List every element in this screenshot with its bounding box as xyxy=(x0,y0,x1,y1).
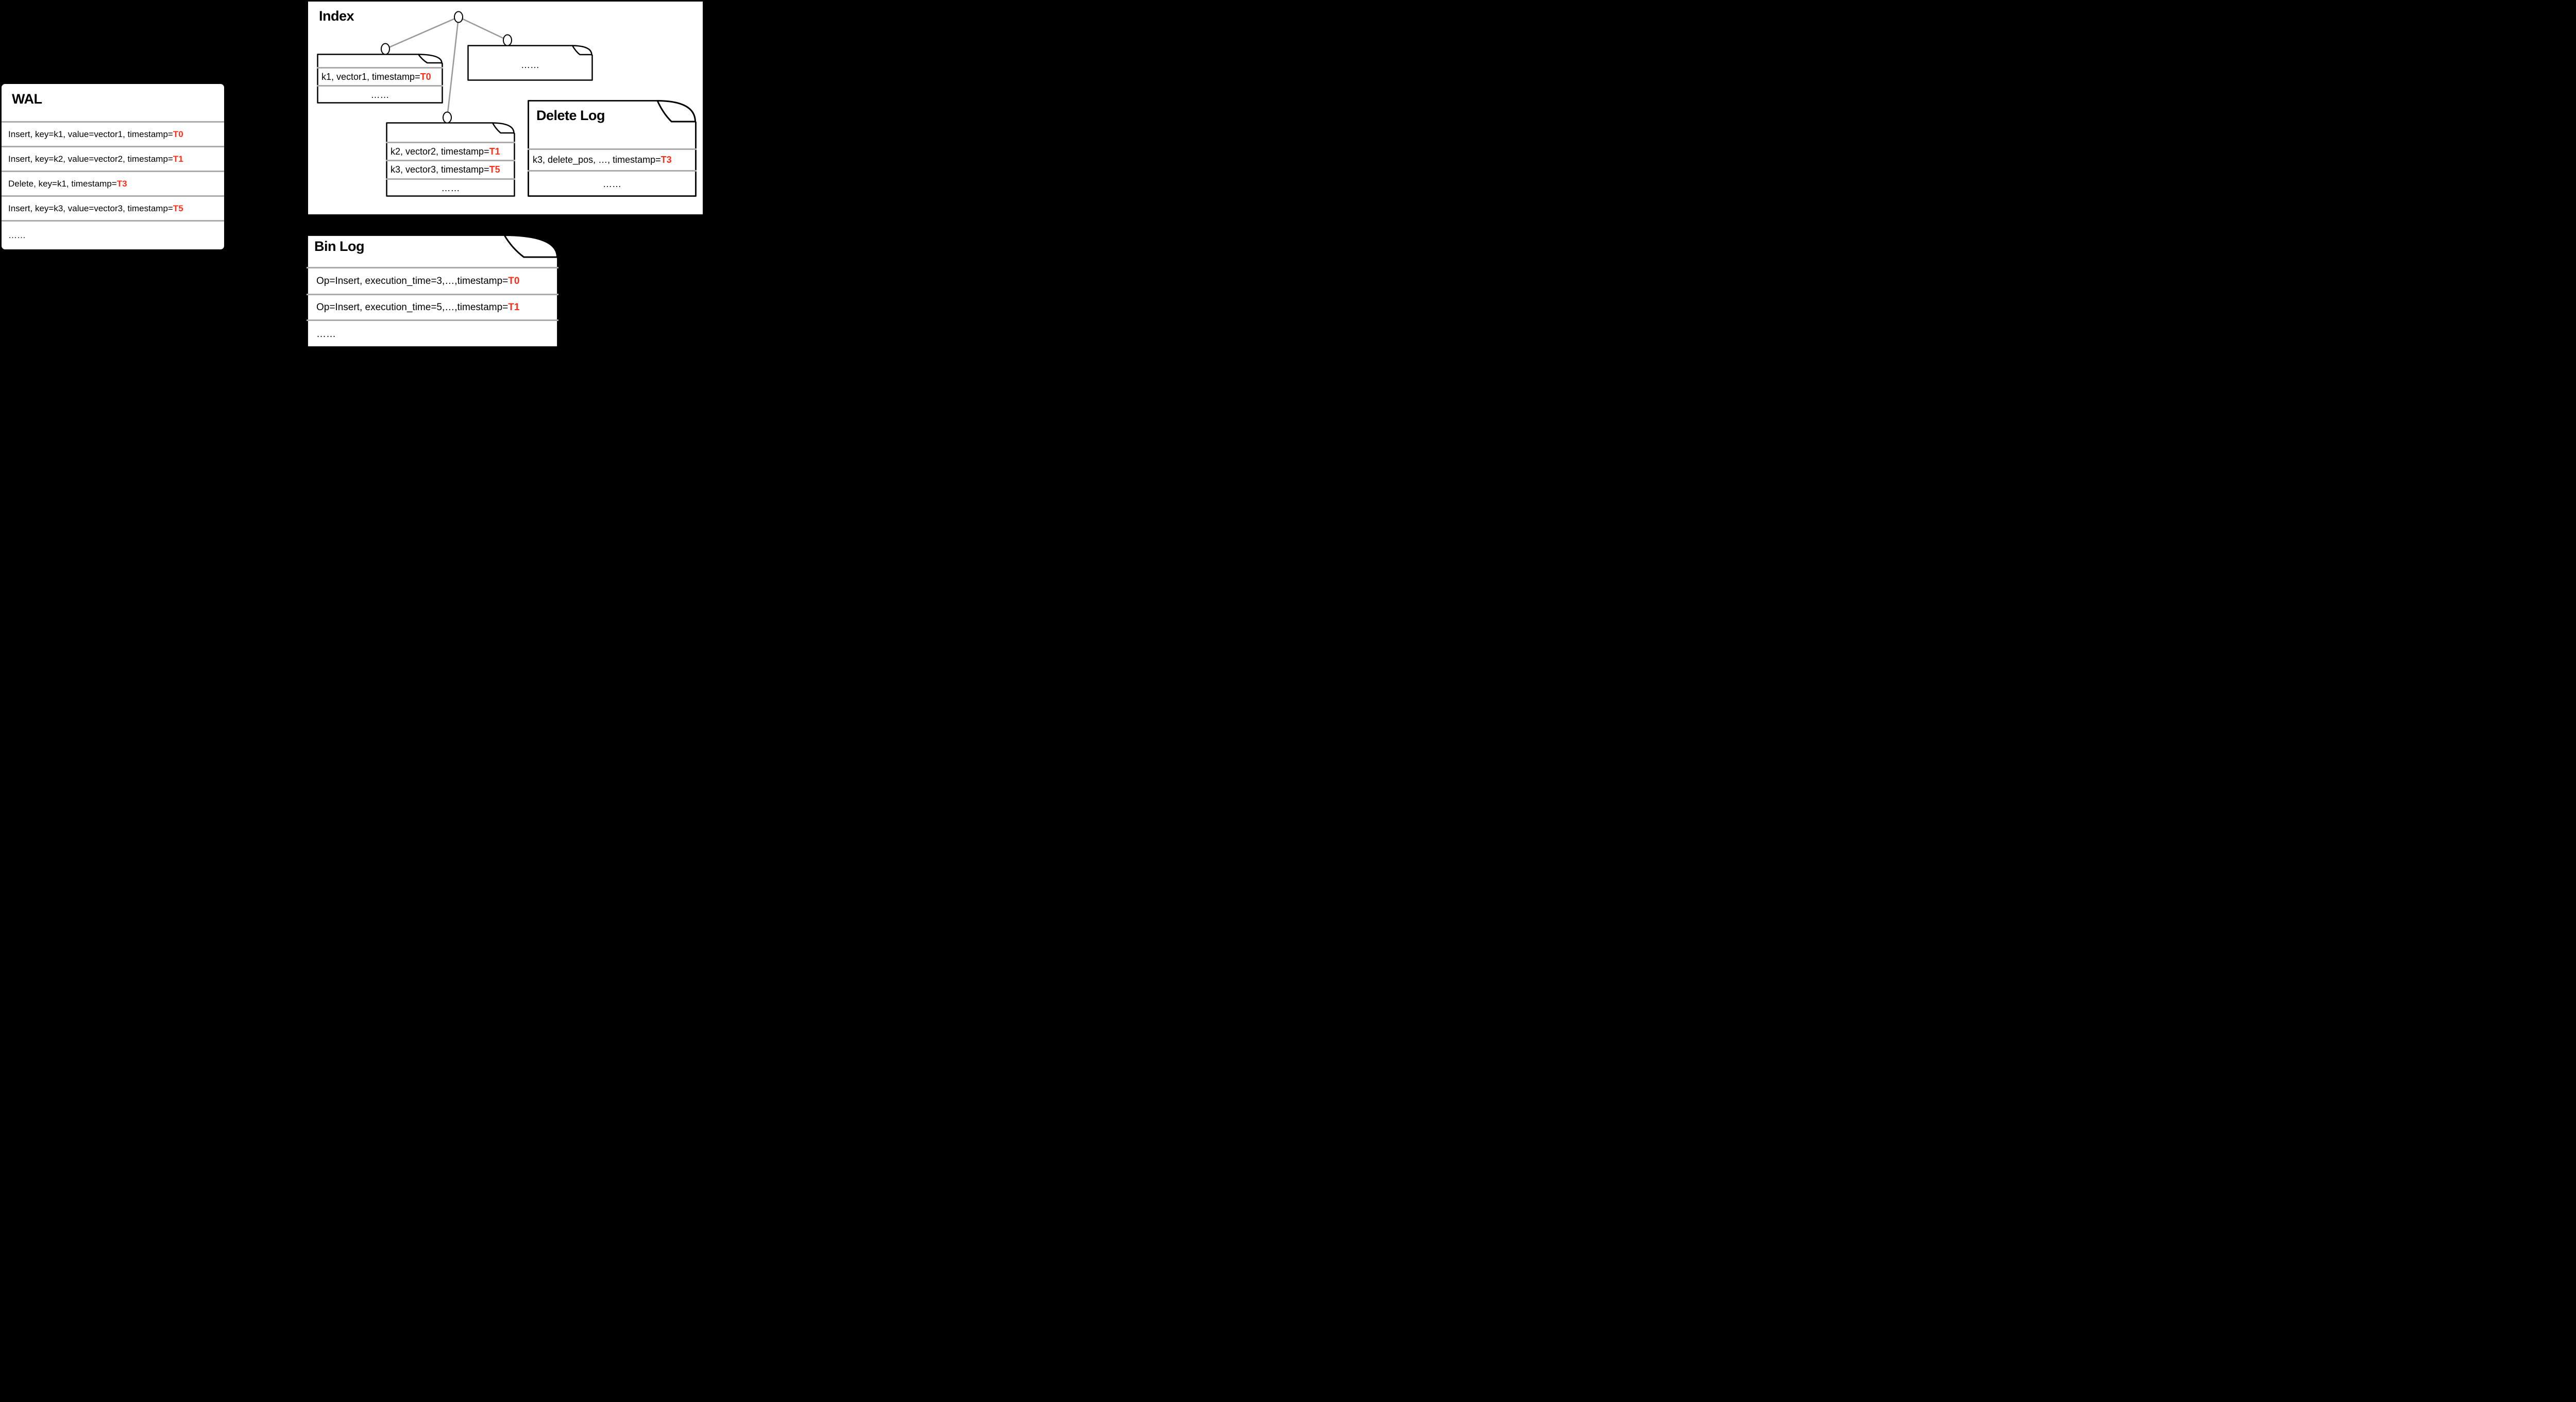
doc-row-text: …… xyxy=(316,329,336,340)
document-shape xyxy=(467,45,593,81)
doc-row: k3, vector3, timestamp=T5 xyxy=(386,160,515,178)
bin-log-title: Bin Log xyxy=(314,239,364,254)
timestamp-value: T0 xyxy=(173,129,183,139)
document-shape xyxy=(317,54,443,104)
doc-row-ellipsis: …… xyxy=(386,178,515,197)
doc-row-ellipsis: …… xyxy=(521,59,539,70)
document-shape xyxy=(307,234,558,348)
timestamp-value: T1 xyxy=(489,146,500,157)
wal-row-text: Insert, key=k1, value=vector1, timestamp… xyxy=(8,129,173,139)
delete-log-header: Delete Log xyxy=(528,100,697,148)
folded-corner-icon xyxy=(571,45,592,56)
delete-log-title: Delete Log xyxy=(536,108,605,123)
doc-row-text: k1, vector1, timestamp= xyxy=(321,71,420,82)
doc-row-text: Op=Insert, execution_time=5,…,timestamp= xyxy=(316,301,509,313)
delete-log-box: Delete Log k3, delete_pos, …, timestamp=… xyxy=(528,100,697,197)
wal-title: WAL xyxy=(12,91,42,107)
folded-corner-icon xyxy=(492,122,515,134)
doc-row: Op=Insert, execution_time=3,…,timestamp=… xyxy=(307,267,558,294)
index-doc-k2-k3: k2, vector2, timestamp=T1 k3, vector3, t… xyxy=(386,122,515,197)
timestamp-value: T1 xyxy=(508,301,520,313)
doc-row: Op=Insert, execution_time=5,…,timestamp=… xyxy=(307,294,558,319)
index-doc-more: …… xyxy=(467,45,593,81)
wal-header: WAL xyxy=(2,84,224,121)
wal-row: Insert, key=k2, value=vector2, timestamp… xyxy=(2,146,224,171)
doc-row-text: Op=Insert, execution_time=3,…,timestamp= xyxy=(316,275,509,286)
doc-row: k3, delete_pos, …, timestamp=T3 xyxy=(528,148,697,170)
timestamp-value: T0 xyxy=(420,71,431,82)
folded-corner-icon xyxy=(503,234,558,258)
wal-row: Insert, key=k3, value=vector3, timestamp… xyxy=(2,195,224,220)
timestamp-value: T5 xyxy=(489,164,500,175)
wal-row-text: Insert, key=k2, value=vector2, timestamp… xyxy=(8,154,173,164)
wal-row-text: Insert, key=k3, value=vector3, timestamp… xyxy=(8,203,173,213)
diagram-canvas: Index WAL Insert, key=k1, value=vector1,… xyxy=(0,0,704,350)
wal-row: Insert, key=k1, value=vector1, timestamp… xyxy=(2,121,224,146)
doc-header xyxy=(386,122,515,142)
doc-row-ellipsis: …… xyxy=(528,170,697,197)
folded-corner-icon xyxy=(417,54,443,64)
timestamp-value: T3 xyxy=(116,178,127,189)
index-title: Index xyxy=(319,8,354,24)
doc-row-text: …… xyxy=(441,183,460,194)
doc-row-text: k3, delete_pos, …, timestamp= xyxy=(533,155,661,165)
wal-row: Delete, key=k1, timestamp=T3 xyxy=(2,171,224,195)
timestamp-value: T3 xyxy=(660,155,672,165)
wal-row-text: Delete, key=k1, timestamp= xyxy=(8,178,117,189)
wal-row-text: …… xyxy=(8,230,26,241)
timestamp-value: T5 xyxy=(173,203,183,213)
bin-log-box: Bin Log Op=Insert, execution_time=3,…,ti… xyxy=(307,234,558,348)
wal-row-ellipsis: …… xyxy=(2,220,224,249)
timestamp-value: T1 xyxy=(173,154,183,164)
wal-box: WAL Insert, key=k1, value=vector1, times… xyxy=(2,84,224,249)
folded-corner-icon xyxy=(656,100,696,123)
doc-header xyxy=(317,54,443,67)
doc-row-ellipsis: …… xyxy=(317,85,443,104)
doc-row: k2, vector2, timestamp=T1 xyxy=(386,142,515,160)
doc-row: k1, vector1, timestamp=T0 xyxy=(317,67,443,85)
document-shape xyxy=(386,122,515,197)
doc-row-text: k3, vector3, timestamp= xyxy=(391,164,489,175)
doc-row-text: k2, vector2, timestamp= xyxy=(391,146,489,157)
bin-log-header: Bin Log xyxy=(307,234,558,267)
doc-row-ellipsis: …… xyxy=(307,319,558,348)
timestamp-value: T0 xyxy=(508,275,520,286)
doc-row-text: …… xyxy=(370,90,389,100)
doc-row-text: …… xyxy=(603,179,621,190)
index-doc-k1: k1, vector1, timestamp=T0 …… xyxy=(317,54,443,104)
